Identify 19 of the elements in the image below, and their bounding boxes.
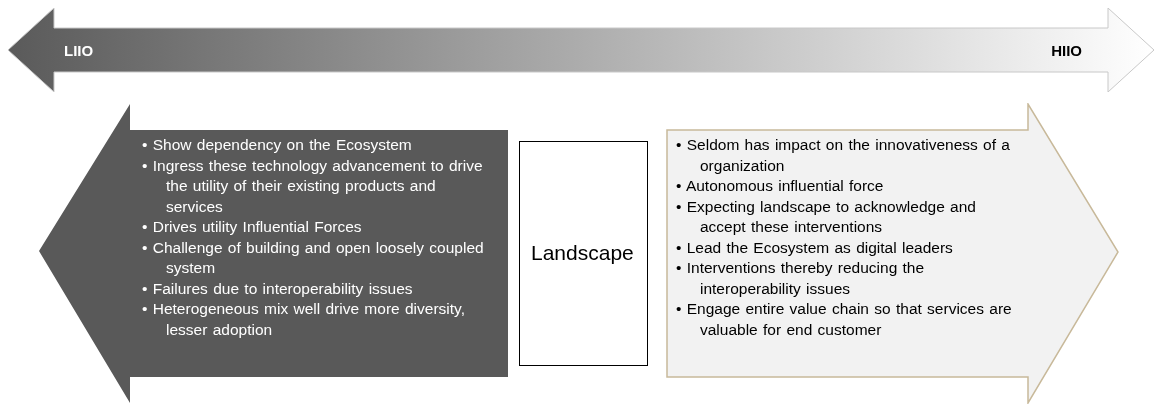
bullet-point: • Interventions thereby reducing the interoperability issues [676,258,926,299]
scale-end-label: LIIO [64,42,94,59]
bullet-point: • Show dependency on the Ecosystem [142,135,413,155]
box-title: Landscape [531,241,634,265]
bullet-point: • Engage entire value chain so that services are valuable for end customer [676,299,1013,340]
right-arrow-shape [666,103,1120,404]
bullet-point: • Failures due to interoperability issues [142,278,414,299]
bullet-point: • Autonomous influential force [676,176,885,196]
bullet-point: • Heterogeneous mix well drive more diversity, lesser adoption [142,299,466,340]
bullet-point: • Challenge of building and open loosely coupled system [142,237,485,278]
bullet-point: • Expecting landscape to acknowledge and accept these interventions [676,196,977,237]
bullet-point: • Drives utility Influential Forces [142,217,363,237]
bullet-point: • Seldom has impact on the innovativeness of a organization [676,135,1011,176]
landscape-box [519,141,648,366]
left-arrow-shape [38,103,510,404]
double-arrow-band [8,8,1154,92]
bullet-point: • Ingress these technology advancement to drive the utility of their existing products and services [142,155,484,217]
scale-end-label: HIIO [1051,42,1082,59]
bullet-point: • Lead the Ecosystem as digital leaders [676,237,954,258]
